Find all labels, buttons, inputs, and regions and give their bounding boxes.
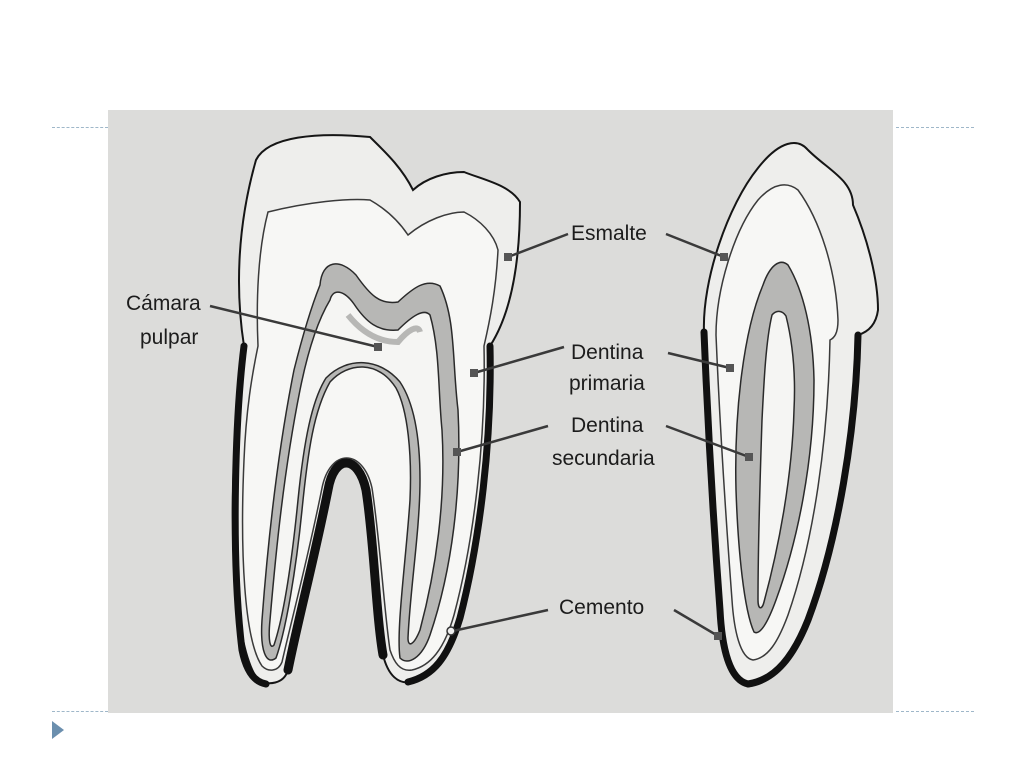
cemento-leader-molar (452, 608, 549, 633)
marker-cemento-incisor (714, 632, 722, 640)
single-root-tooth (700, 142, 880, 688)
top-left-divider (52, 127, 108, 128)
marker-cemento-molar (446, 626, 456, 636)
marker-dentina-primaria-incisor (726, 364, 734, 372)
label-dentina-secundaria-line1: Dentina (571, 414, 644, 437)
incisor-pulp (757, 310, 796, 609)
leader-lines (209, 232, 750, 638)
bottom-left-divider (52, 711, 108, 712)
top-right-divider (896, 127, 974, 128)
marker-esmalte-molar (504, 253, 512, 261)
label-dentina-secundaria-line2: secundaria (552, 447, 655, 470)
tooth-diagram: Esmalte Cámara pulpar Dentina primaria D… (126, 134, 880, 688)
molar-pulp-chamber (268, 291, 444, 647)
dentina-secundaria-leader-incisor (665, 424, 750, 459)
label-dentina-primaria-line1: Dentina (571, 341, 644, 364)
esmalte-leader-incisor (665, 232, 725, 259)
play-triangle-icon[interactable] (52, 721, 64, 739)
dentina-primaria-leader-molar (473, 345, 565, 375)
cemento-leader-incisor (673, 608, 719, 638)
label-esmalte: Esmalte (571, 222, 647, 245)
leader-markers (374, 253, 753, 640)
dentina-primaria-leader-incisor (667, 351, 731, 370)
esmalte-leader-molar (507, 232, 569, 259)
bottom-right-divider (896, 711, 974, 712)
molar-cementum-furcation (283, 458, 388, 675)
tooth-anatomy-figure: Esmalte Cámara pulpar Dentina primaria D… (108, 110, 893, 713)
marker-dentina-secundaria-molar (453, 448, 461, 456)
labels: Esmalte Cámara pulpar Dentina primaria D… (126, 222, 655, 619)
label-camara-pulpar-line1: Cámara (126, 292, 201, 315)
label-cemento: Cemento (559, 596, 644, 619)
marker-esmalte-incisor (720, 253, 728, 261)
molar-cementum-right (404, 342, 494, 686)
dentina-secundaria-leader-molar (456, 424, 549, 454)
camara-leader (209, 304, 379, 349)
marker-camara (374, 343, 382, 351)
molar-inner-dentin-band (345, 313, 423, 346)
label-camara-pulpar-line2: pulpar (140, 326, 198, 349)
label-dentina-primaria-line2: primaria (569, 372, 645, 395)
molar (231, 134, 522, 688)
marker-dentina-primaria-molar (470, 369, 478, 377)
molar-cementum-left (231, 342, 270, 688)
incisor-cementum-left (700, 328, 752, 688)
incisor-cementum-right (744, 331, 862, 688)
marker-dentina-secundaria-incisor (745, 453, 753, 461)
